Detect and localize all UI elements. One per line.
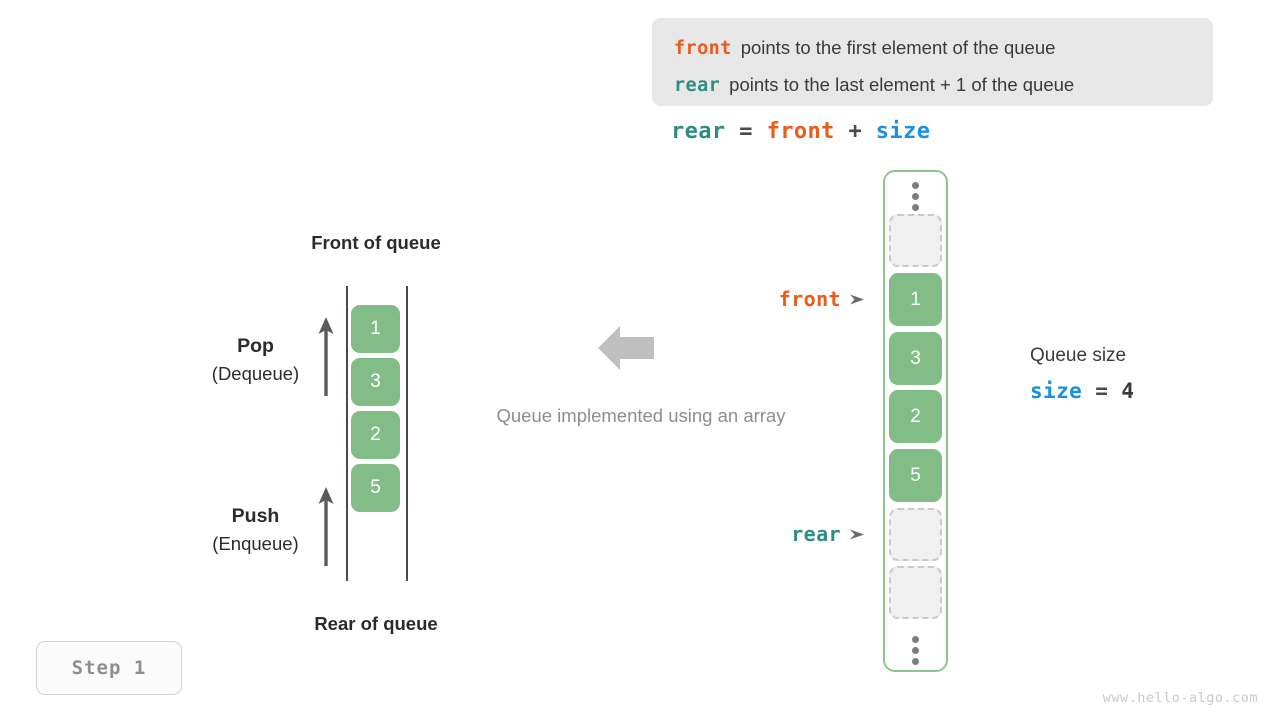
pop-subtitle: (Dequeue)	[211, 363, 300, 384]
formula-rear-equals-front-plus-size: rear = front + size	[671, 119, 930, 144]
queue-cell-0: 1	[351, 305, 400, 353]
formula-lhs: rear	[671, 119, 726, 144]
legend-line-rear: rear points to the last element + 1 of th…	[674, 66, 1191, 103]
left-arrow-icon	[598, 326, 654, 370]
array-slot-3: 2	[889, 390, 942, 443]
queue-cell-3: 5	[351, 464, 400, 512]
pop-operation-label: Pop (Dequeue)	[168, 335, 343, 385]
push-title: Push	[231, 505, 280, 527]
queue-size-label: Queue size	[1030, 345, 1127, 366]
legend-text-front: points to the first element of the queue	[740, 37, 1056, 58]
array-slot-4: 5	[889, 449, 942, 502]
pop-up-arrow-icon	[318, 317, 334, 396]
queue-cell-2: 2	[351, 411, 400, 459]
formula-plus: +	[848, 119, 863, 144]
array-slot-5	[889, 508, 942, 561]
queue-cell-1: 3	[351, 358, 400, 406]
center-caption: Queue implemented using an array	[496, 405, 786, 426]
array-slot-1: 1	[889, 273, 942, 326]
formula-equals: =	[739, 119, 753, 144]
formula-rhs-front: front	[766, 119, 835, 144]
watermark: www.hello-algo.com	[1102, 690, 1258, 706]
legend-keyword-front: front	[674, 38, 732, 59]
size-equals: =	[1095, 379, 1109, 403]
ellipsis-bottom-icon	[911, 636, 920, 665]
step-badge: Step 1	[36, 641, 182, 695]
queue-rail-left	[346, 286, 348, 581]
front-pointer-label: front	[778, 287, 841, 311]
legend-text-rear: points to the last element + 1 of the qu…	[729, 74, 1075, 95]
front-pointer-arrow-icon	[850, 294, 864, 304]
array-slot-6	[889, 566, 942, 619]
size-value: 4	[1121, 379, 1135, 403]
push-up-arrow-icon	[318, 487, 334, 566]
legend-keyword-rear: rear	[674, 75, 721, 96]
legend-box: front points to the first element of the …	[652, 18, 1213, 106]
rear-pointer-arrow-icon	[850, 529, 864, 539]
rear-pointer-label: rear	[791, 522, 841, 546]
formula-rhs-size: size	[875, 119, 931, 144]
rear-of-queue-label: Rear of queue	[314, 613, 438, 634]
rear-pointer: rear	[680, 522, 865, 546]
queue-rail-right	[406, 286, 408, 581]
array-slot-2: 3	[889, 332, 942, 385]
array-slot-0	[889, 214, 942, 267]
size-expression: size = 4	[1030, 379, 1134, 403]
legend-line-front: front points to the first element of the …	[674, 29, 1191, 66]
push-operation-label: Push (Enqueue)	[168, 505, 343, 555]
ellipsis-top-icon	[911, 182, 920, 211]
front-pointer: front	[680, 287, 865, 311]
push-subtitle: (Enqueue)	[212, 533, 299, 554]
pop-title: Pop	[237, 335, 274, 357]
size-variable: size	[1030, 379, 1083, 403]
front-of-queue-label: Front of queue	[311, 232, 441, 253]
